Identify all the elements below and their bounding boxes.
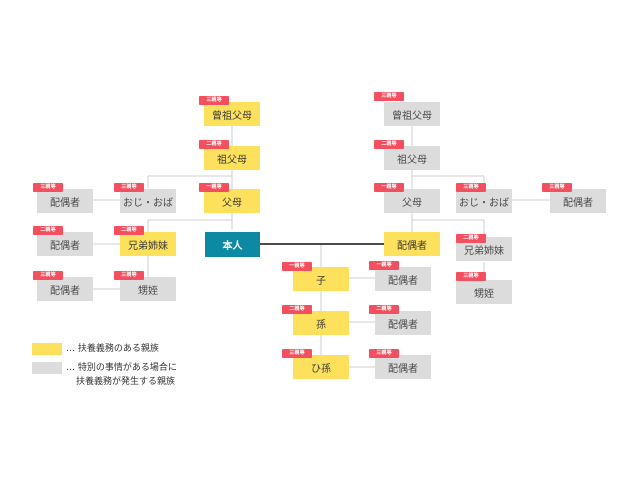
node-spouse-grandparents: 祖父母 bbox=[384, 146, 440, 170]
node-nephew-niece-spouse: 配偶者 bbox=[37, 277, 93, 301]
degree-tag: 一親等 bbox=[282, 262, 312, 271]
connector-spouse-siblings bbox=[412, 219, 485, 236]
degree-tag: 二親等 bbox=[369, 305, 399, 314]
degree-tag: 一親等 bbox=[374, 183, 404, 192]
degree-tag: 二親等 bbox=[456, 234, 486, 243]
node-great-grandchild: ひ孫 bbox=[293, 355, 349, 379]
node-uncle-aunt: おじ・おば bbox=[120, 189, 176, 213]
degree-tag: 三親等 bbox=[199, 96, 229, 105]
degree-tag: 三親等 bbox=[33, 183, 63, 192]
degree-tag: 三親等 bbox=[282, 349, 312, 358]
degree-tag: 一親等 bbox=[369, 261, 399, 270]
legend-label-support: … 扶養義務のある親族 bbox=[66, 344, 159, 354]
degree-tag: 三親等 bbox=[456, 183, 486, 192]
node-great-grandparents: 曾祖父母 bbox=[204, 102, 260, 126]
degree-tag: 二親等 bbox=[33, 226, 63, 235]
node-grandchild-spouse: 配偶者 bbox=[375, 311, 431, 335]
connector-own-uncle bbox=[147, 175, 232, 188]
node-great-grandchild-spouse: 配偶者 bbox=[375, 355, 431, 379]
node-spouse-great-grandparents: 曾祖父母 bbox=[384, 102, 440, 126]
degree-tag: 三親等 bbox=[542, 183, 572, 192]
node-spouse-nephew-niece: 甥姪 bbox=[456, 280, 512, 304]
node-spouse: 配偶者 bbox=[384, 232, 440, 256]
degree-tag: 三親等 bbox=[114, 183, 144, 192]
degree-tag: 三親等 bbox=[114, 271, 144, 280]
legend-swatch-support bbox=[32, 343, 62, 355]
degree-tag: 二親等 bbox=[114, 226, 144, 235]
degree-tag: 二親等 bbox=[282, 305, 312, 314]
node-parents: 父母 bbox=[204, 189, 260, 213]
node-grandchild: 孫 bbox=[293, 311, 349, 335]
node-grandparents: 祖父母 bbox=[204, 146, 260, 170]
node-siblings-spouse: 配偶者 bbox=[37, 232, 93, 256]
node-siblings: 兄弟姉妹 bbox=[120, 232, 176, 256]
legend-label-special-line2: 扶養義務が発生する親族 bbox=[76, 377, 176, 387]
legend-label-special-line1: … 特別の事情がある場合に bbox=[66, 363, 177, 373]
node-spouse-uncle-aunt-spouse: 配偶者 bbox=[550, 189, 606, 213]
node-spouse-uncle-aunt: おじ・おば bbox=[456, 189, 512, 213]
connector-own-siblings bbox=[147, 219, 232, 232]
node-uncle-aunt-spouse: 配偶者 bbox=[37, 189, 93, 213]
node-self: 本人 bbox=[205, 232, 260, 257]
degree-tag: 二親等 bbox=[374, 140, 404, 149]
degree-tag: 三親等 bbox=[374, 92, 404, 101]
degree-tag: 三親等 bbox=[456, 272, 486, 281]
degree-tag: 二親等 bbox=[199, 140, 229, 149]
node-spouse-parents: 父母 bbox=[384, 189, 440, 213]
degree-tag: 一親等 bbox=[199, 183, 229, 192]
legend-swatch-special bbox=[32, 362, 62, 374]
node-nephew-niece: 甥姪 bbox=[120, 277, 176, 301]
degree-tag: 三親等 bbox=[33, 271, 63, 280]
degree-tag: 三親等 bbox=[369, 349, 399, 358]
node-child: 子 bbox=[293, 267, 349, 291]
node-child-spouse: 配偶者 bbox=[375, 267, 431, 291]
